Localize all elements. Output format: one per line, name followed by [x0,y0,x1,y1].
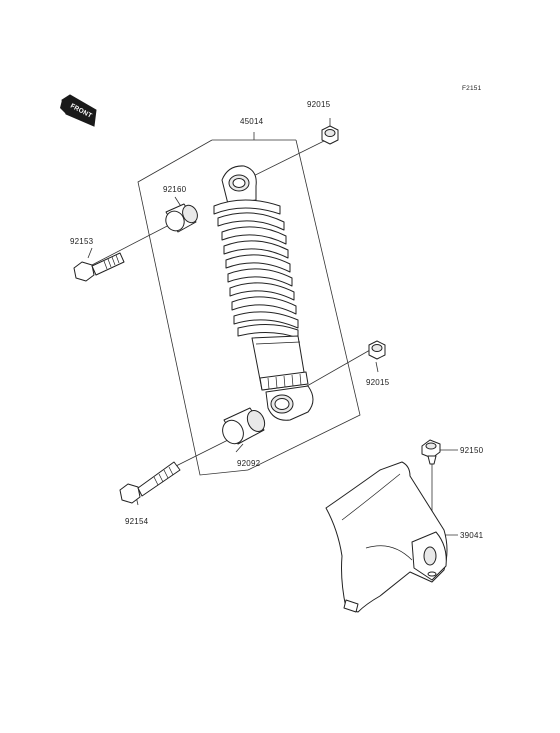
bolt-top-icon [73,252,125,282]
callout-bolt-top: 92153 [70,237,94,246]
shock-absorber-icon [213,165,314,421]
bolt-lower-icon [119,461,181,504]
assembly-bracket [137,132,361,476]
callout-shock-absorber: 45014 [240,117,264,126]
front-direction-arrow-icon: FRONT [60,94,97,127]
callout-bushing-lower: 92092 [237,459,261,468]
nut-lower-icon [368,340,386,360]
callout-nut-lower: 92015 [366,378,390,387]
callout-fastener: 92150 [460,446,484,455]
callout-nut-top: 92015 [307,100,331,109]
bushing-top-icon [165,203,198,233]
callout-cover: 39041 [460,531,484,540]
leader-92153 [87,247,93,259]
leader-92015-lower [375,361,379,373]
fastener-icon [421,439,441,465]
callout-bolt-lower: 92154 [125,517,149,526]
figure-code: F2151 [462,85,482,92]
cover-icon [325,461,448,613]
leader-92092 [235,443,244,453]
leader-lower-nut [299,349,371,391]
callout-bushing-top: 92160 [163,185,187,194]
nut-top-icon [321,125,339,145]
bushing-lower-icon [222,407,266,445]
leader-top-bolt [89,221,176,267]
